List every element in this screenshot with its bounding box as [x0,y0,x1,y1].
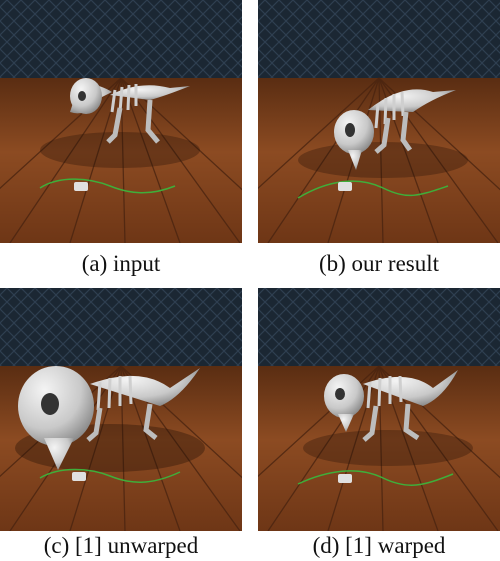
caption-b: (b) our result [318,251,440,276]
trajectory-curve [39,178,176,194]
caption-c: (c) [1] unwarped [43,533,199,558]
dinosaur-skeleton [18,366,200,470]
wall-backdrop [0,0,242,78]
toy-car [74,182,88,191]
dinosaur-skeleton [324,370,458,442]
panel-d-image [258,288,500,531]
caption-a: (a) input [81,251,161,276]
shadow [40,132,200,168]
panel-c-image [0,288,242,531]
dinosaur-skeleton [70,78,190,144]
panel-b-image [258,0,500,243]
dinosaur-skeleton [334,89,456,170]
panel-a-image [0,0,242,243]
caption-d: (d) [1] warped [312,533,446,558]
